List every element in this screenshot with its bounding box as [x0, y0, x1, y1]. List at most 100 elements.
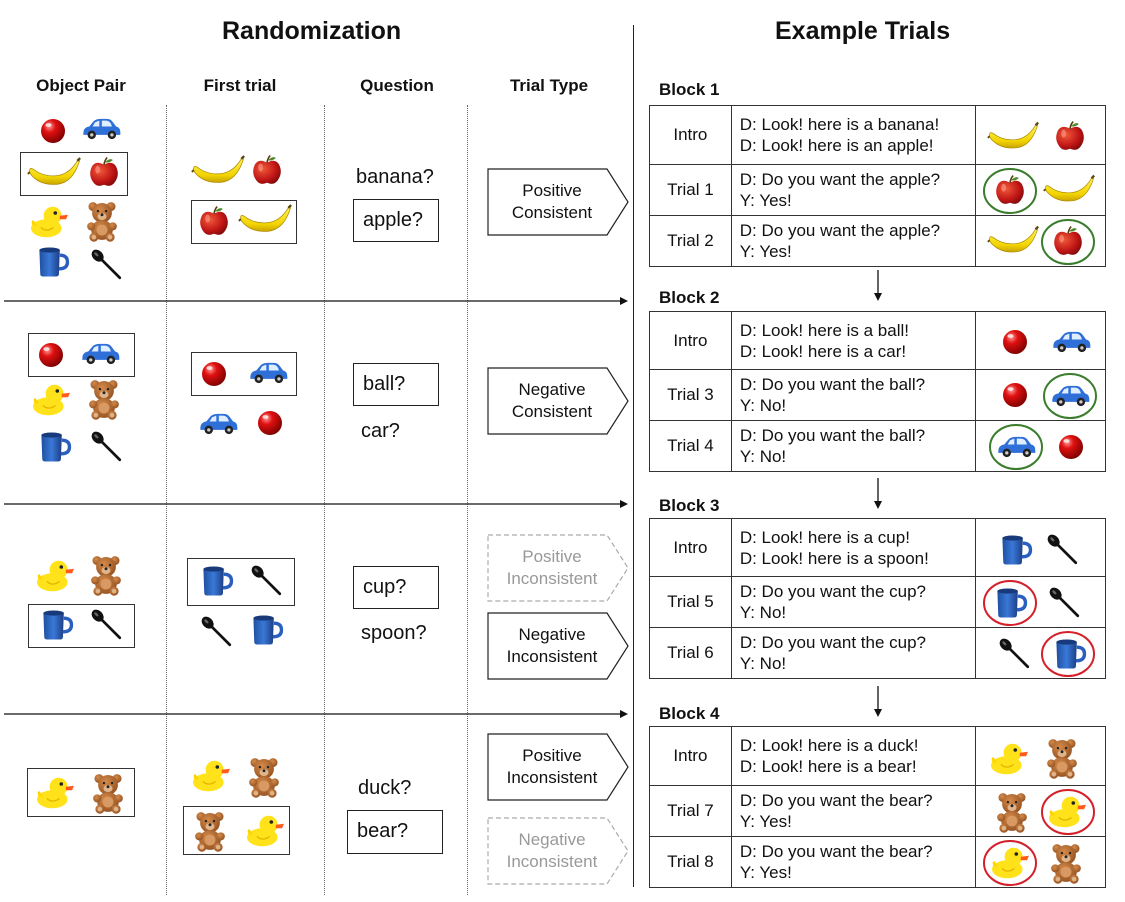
apple-icon [1054, 119, 1086, 153]
spoon-icon [998, 637, 1032, 671]
block-table: Intro D: Look! here is a duck!D: Look! h… [649, 726, 1106, 888]
image-cell [975, 420, 1106, 472]
banana-icon [190, 154, 246, 188]
spoon-icon [90, 430, 124, 464]
dialogue: D: Look! here is a ball!D: Look! here is… [730, 311, 977, 370]
image-cell [975, 836, 1106, 888]
cup-icon [993, 586, 1029, 620]
question-text: banana? [356, 166, 434, 188]
row-label: Trial 4 [649, 420, 732, 472]
image-cell [975, 164, 1106, 216]
selection-circle [1041, 789, 1096, 835]
block-arrow [874, 270, 882, 301]
row-label: Intro [649, 105, 732, 165]
first-trial-box [191, 352, 297, 396]
car-icon [80, 116, 122, 142]
cup-icon [34, 245, 72, 279]
teddy-bear-icon [1048, 842, 1084, 884]
col-header-first-trial: First trial [203, 76, 277, 95]
row-label: Trial 2 [649, 215, 732, 267]
dialogue: D: Look! here is a duck!D: Look! here is… [730, 726, 977, 786]
cup-icon [198, 564, 236, 598]
section-divider [633, 25, 634, 887]
column-divider [324, 105, 325, 895]
col-header-object-pair: Object Pair [36, 76, 126, 95]
duck-icon [34, 558, 76, 594]
spoon-icon [250, 564, 284, 598]
ball-icon [38, 116, 68, 146]
dialogue: D: Do you want the cup?Y: No! [730, 576, 977, 628]
question-box: apple? [353, 199, 439, 242]
teddy-bear-icon [84, 200, 120, 242]
row-separator-arrow [4, 297, 628, 305]
duck-icon [30, 382, 72, 418]
teddy-bear-icon [246, 756, 282, 798]
row-label: Trial 3 [649, 369, 732, 421]
question-text: car? [361, 420, 400, 442]
image-cell [975, 627, 1106, 679]
object-pair-box [28, 604, 135, 648]
block-table: Intro D: Look! here is a cup!D: Look! he… [649, 518, 1106, 679]
row-label: Trial 7 [649, 785, 732, 837]
dialogue: D: Do you want the ball?Y: No! [730, 420, 977, 472]
image-cell [975, 576, 1106, 628]
row-label: Trial 1 [649, 164, 732, 216]
car-icon [197, 411, 239, 437]
dialogue: D: Do you want the cup?Y: No! [730, 627, 977, 679]
apple-icon [251, 153, 283, 187]
selection-circle [1041, 219, 1096, 265]
banana-icon [986, 120, 1040, 154]
row-separator-arrow [4, 500, 628, 508]
spoon-icon [90, 608, 124, 642]
cup-icon [36, 430, 74, 464]
object-pair-box [20, 152, 128, 196]
selection-circle [983, 840, 1038, 886]
block-table: Intro D: Look! here is a ball!D: Look! h… [649, 311, 1106, 472]
trial-type-tag-faded [487, 817, 629, 885]
block-arrow [874, 478, 882, 509]
ball-icon [255, 408, 285, 438]
cup-icon [248, 613, 286, 647]
image-cell [975, 311, 1106, 370]
right-title: Example Trials [775, 17, 951, 45]
selection-circle [983, 580, 1038, 626]
image-cell [975, 518, 1106, 577]
teddy-bear-icon [192, 810, 228, 852]
image-cell [975, 726, 1106, 786]
question-box: ball? [353, 363, 439, 406]
selection-circle [983, 168, 1038, 214]
row-label: Trial 8 [649, 836, 732, 888]
dialogue: D: Do you want the bear?Y: Yes! [730, 785, 977, 837]
teddy-bear-icon [88, 554, 124, 596]
dialogue: D: Do you want the bear?Y: Yes! [730, 836, 977, 888]
question-text: duck? [358, 777, 412, 799]
cup-icon [1052, 637, 1088, 671]
car-icon [1050, 329, 1092, 355]
block-heading: Block 2 [659, 288, 720, 307]
spoon-icon [1046, 533, 1080, 567]
banana-icon [1042, 173, 1096, 207]
apple-icon [88, 155, 120, 189]
duck-icon [988, 741, 1030, 777]
dialogue: D: Do you want the apple?Y: Yes! [730, 164, 977, 216]
duck-icon [28, 204, 70, 240]
question-text: spoon? [361, 622, 427, 644]
first-trial-box [183, 806, 290, 855]
dialogue: D: Look! here is a cup!D: Look! here is … [730, 518, 977, 577]
ball-icon [1056, 432, 1086, 462]
teddy-bear-icon [1044, 737, 1080, 779]
block-heading: Block 3 [659, 496, 720, 515]
apple-icon [198, 204, 230, 238]
duck-icon [1046, 794, 1088, 830]
banana-icon [986, 224, 1040, 258]
selection-circle [1043, 373, 1098, 419]
dialogue: D: Look! here is a banana!D: Look! here … [730, 105, 977, 165]
teddy-bear-icon [994, 791, 1030, 833]
trial-type-tag [487, 168, 629, 236]
image-cell [975, 369, 1106, 421]
apple-icon [994, 173, 1026, 207]
question-box: cup? [353, 566, 439, 609]
